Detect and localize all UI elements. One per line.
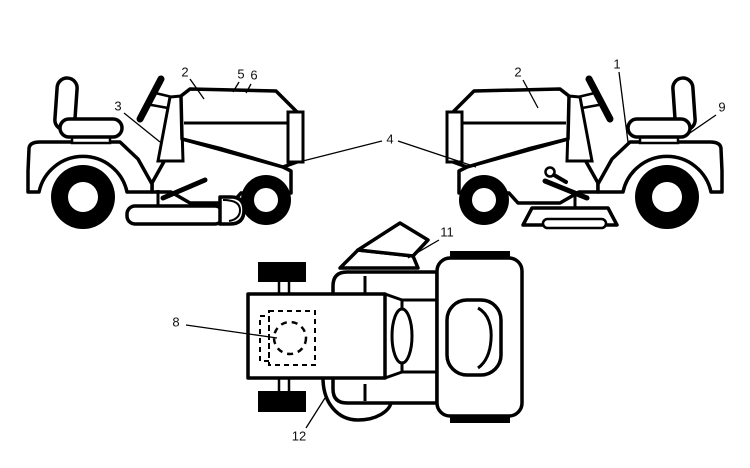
engine-decal-flap [259,315,270,362]
callout-4-label-4: 4 [386,132,393,147]
callout-9-label-8: 9 [718,100,725,115]
side-view-right-mower-deck [521,166,619,230]
footrest-edge-curve [321,377,393,422]
callout-3-leader-0 [123,112,161,143]
callout-11-leader-0 [407,239,440,259]
callout-4-leader-1 [397,140,477,168]
callout-11-label-9: 11 [440,225,454,240]
front-wheel-left [258,262,306,282]
callout-9-leader-0 [683,114,717,138]
callout-1-leader-0 [618,71,629,143]
steering-wheel-top [390,307,414,365]
deck-lift-lever [160,177,208,201]
callout-5-label-5: 5 [237,67,244,82]
side-view-left-mower-deck [125,177,246,226]
top-view-tractor [246,221,524,423]
callout-2-label-2: 2 [514,65,521,80]
callout-6-leader-0 [245,83,252,94]
seat-bolster-line [477,306,493,370]
deck-spout-inner-line [222,199,241,222]
callout-6-label-6: 6 [250,68,257,83]
callout-8-leader-0 [185,324,278,339]
lever-rod [552,173,568,184]
rear-wheel-left [450,251,510,260]
callout-2-leader-0 [522,79,539,109]
callout-1-label-0: 1 [613,57,620,72]
deck-lift-lever [542,178,590,201]
mower-deck [125,204,225,226]
front-wheel-right [258,391,306,412]
deflector-top-face [356,221,430,258]
seat-top [445,298,503,377]
callout-2-label-1: 2 [181,65,188,80]
callout-2-leader-0 [189,78,205,100]
callout-4-leader-0 [282,140,383,167]
callout-12-label-10: 12 [292,429,306,444]
rear-wheel-right [450,414,510,423]
callout-8-label-7: 8 [172,315,179,330]
deck-skirt [541,217,608,230]
callout-12-leader-0 [305,397,326,429]
callout-3-label-3: 3 [114,99,121,114]
callout-5-leader-0 [232,81,240,93]
